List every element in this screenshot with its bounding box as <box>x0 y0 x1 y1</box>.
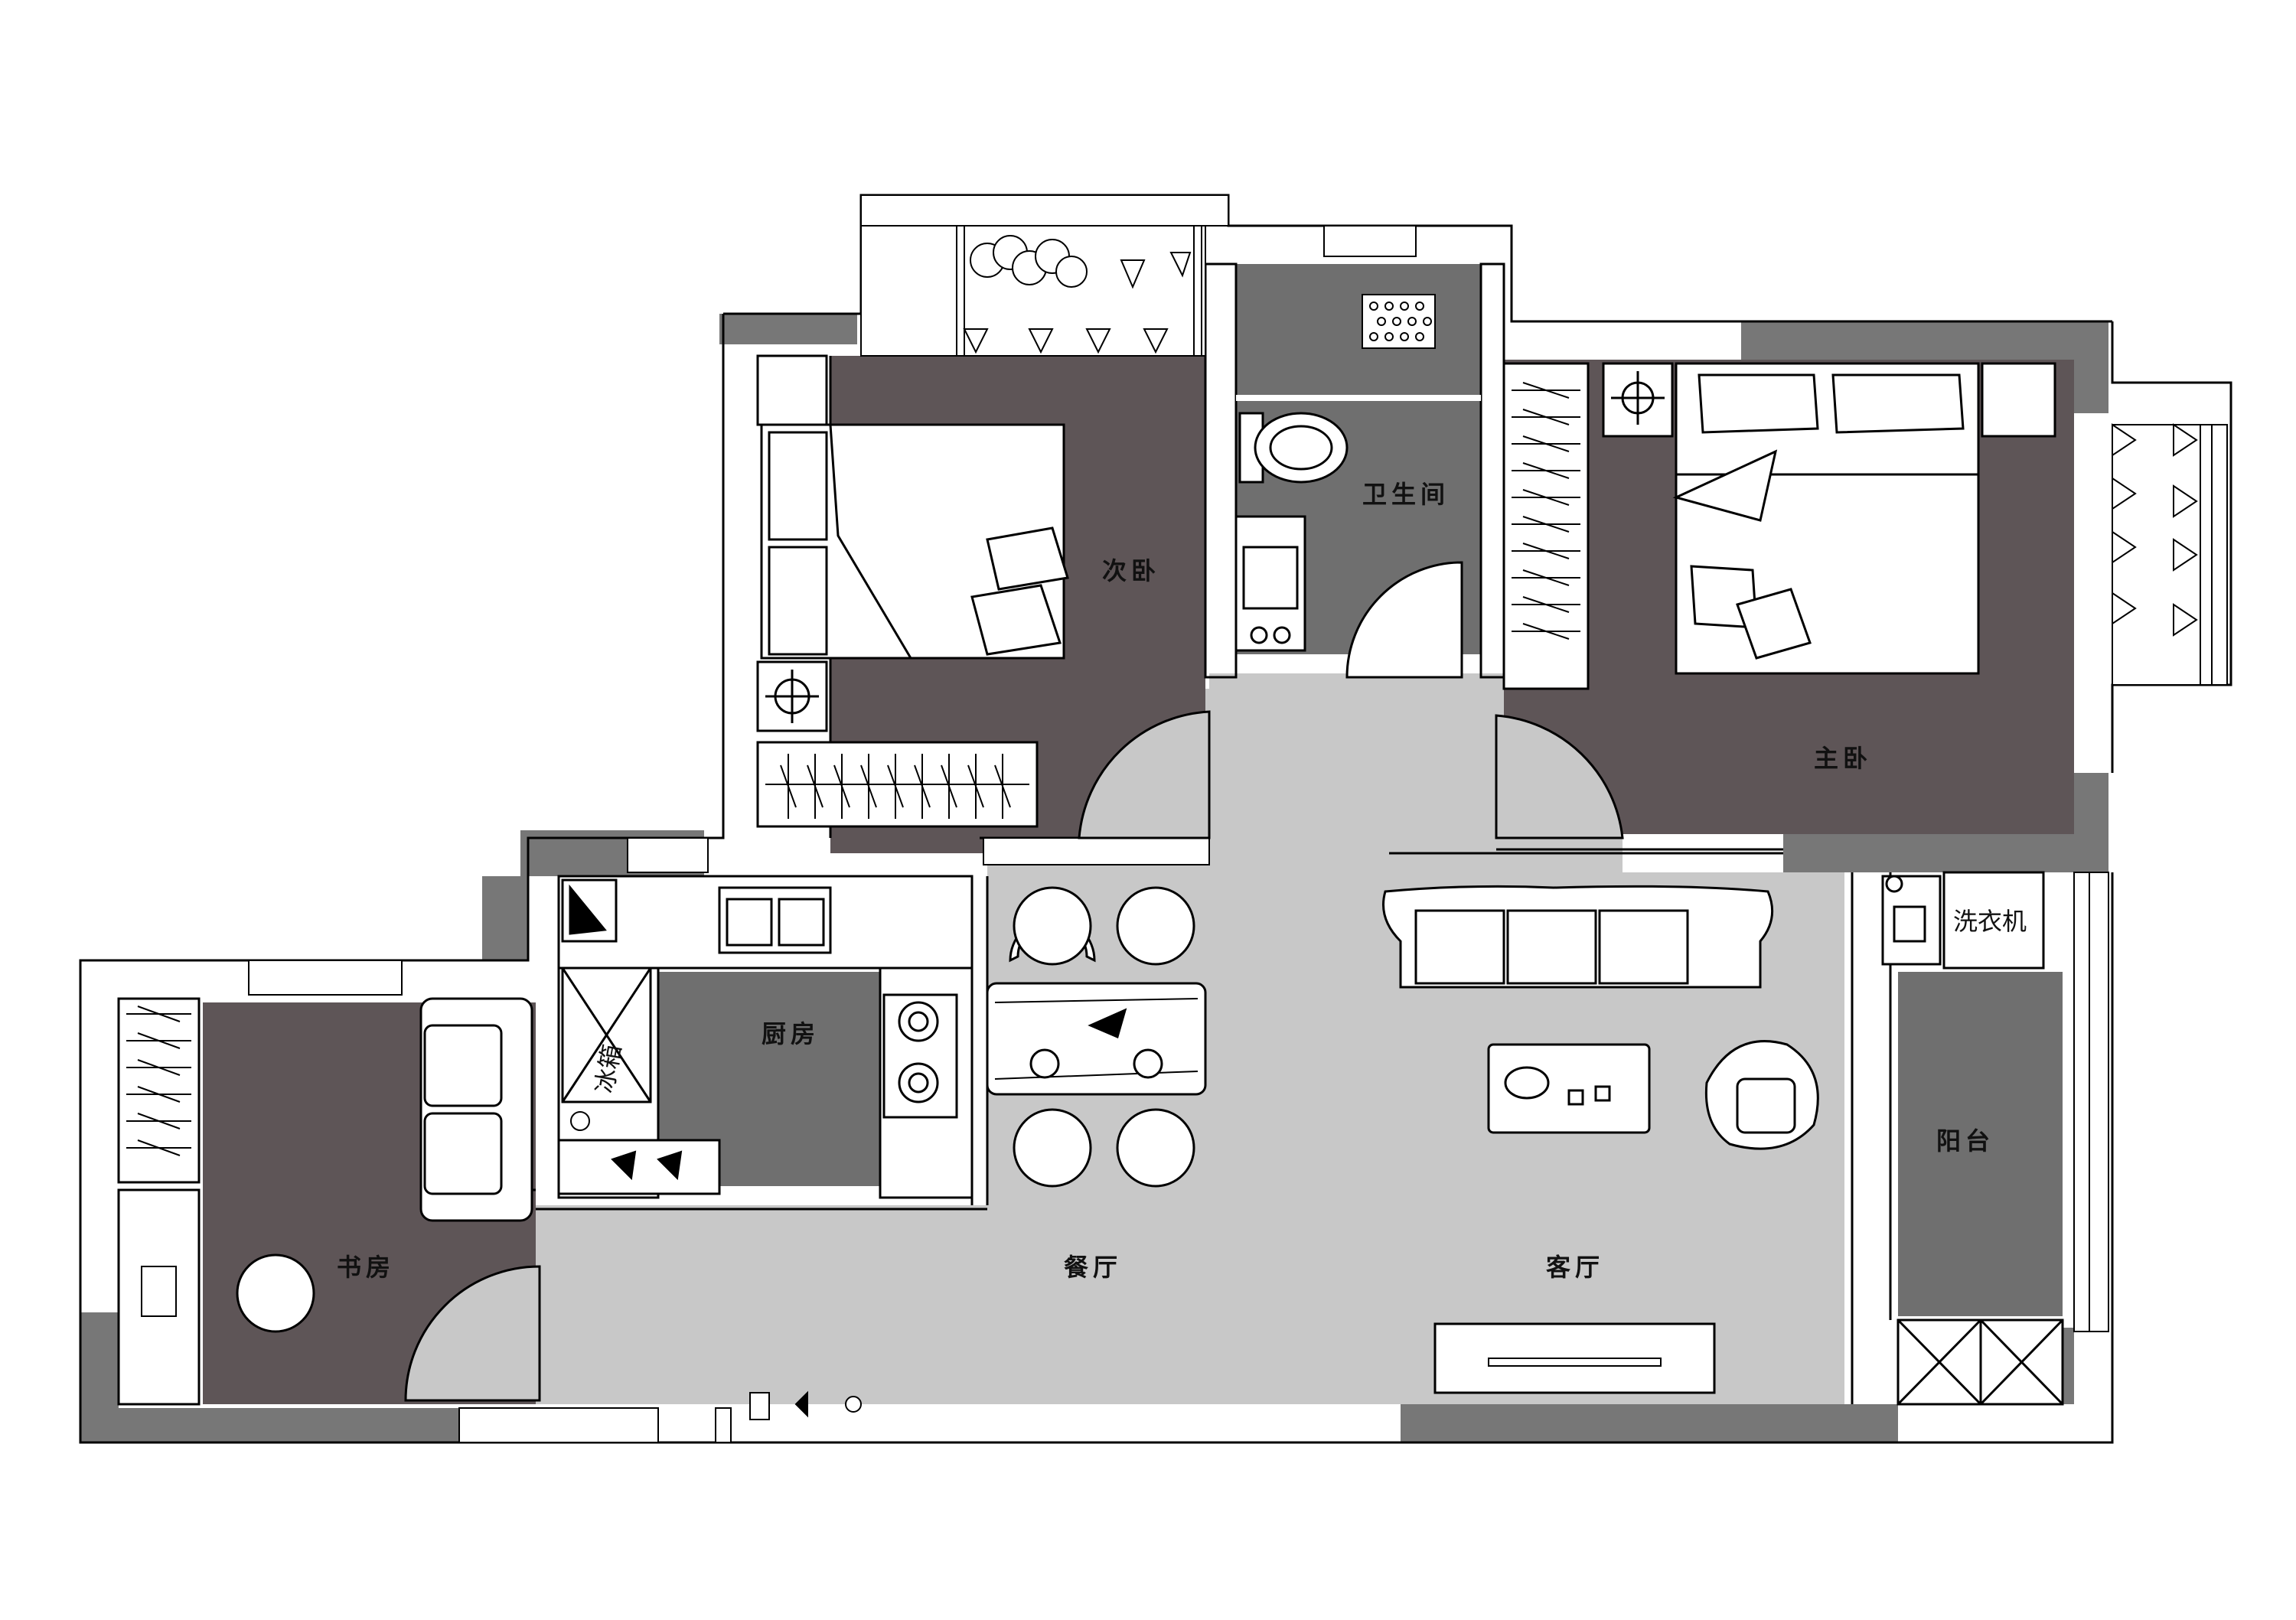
bed-icon <box>760 423 1069 660</box>
bed-icon <box>1672 362 1980 675</box>
door-arcs <box>404 561 1624 1402</box>
tv-stand-icon <box>1433 1322 1716 1394</box>
sink-icon <box>718 886 832 954</box>
bin-icon <box>561 878 618 943</box>
wardrobe-icon <box>1502 362 1590 690</box>
hanger-icons <box>780 754 1011 819</box>
balcony-triangles-top <box>963 252 1192 354</box>
hanger-icons <box>1512 382 1580 640</box>
room-label-second-bedroom: 次卧 <box>1102 556 1160 585</box>
round-table-icon <box>236 1253 315 1333</box>
stove-icon <box>882 993 958 1119</box>
dining-table-icon <box>986 982 1207 1096</box>
nightstand-icon <box>1602 362 2056 438</box>
fridge-icon <box>561 966 652 1103</box>
storage-cabinet-icon <box>1896 1318 2064 1406</box>
washer-icon <box>1881 871 2045 970</box>
windows <box>248 194 2228 1443</box>
room-label-master-bedroom: 主卧 <box>1814 744 1872 773</box>
wardrobe-icon <box>756 741 1039 828</box>
chair-icon <box>1009 886 1195 1188</box>
room-label-bathroom: 卫生间 <box>1362 480 1450 509</box>
room-label-living: 客厅 <box>1546 1253 1604 1282</box>
balcony-triangles-right <box>2112 423 2198 637</box>
room-label-kitchen: 厨房 <box>762 1019 820 1048</box>
room-label-study: 书房 <box>337 1253 395 1282</box>
sofa-icon <box>1382 885 1774 989</box>
sofa-icon <box>419 997 533 1222</box>
nightstand-icon <box>756 354 828 732</box>
room-label-balcony: 阳台 <box>1936 1126 1994 1156</box>
toilet-icon <box>1238 412 1349 484</box>
sink-icon <box>1234 515 1306 652</box>
wardrobe-icon <box>117 997 201 1406</box>
washer-label: 洗衣机 <box>1953 907 2027 936</box>
plant-icon <box>970 235 1088 288</box>
balcony-floor <box>1898 972 2063 1316</box>
armchair-icon <box>1704 1040 1819 1150</box>
appliance-icon <box>611 1150 683 1181</box>
corridor-floor <box>1209 673 1531 876</box>
shower-drain-icon <box>1362 294 1436 349</box>
coffee-table-icon <box>1487 1043 1651 1134</box>
entry-fixtures <box>749 1390 862 1420</box>
room-label-dining: 餐厅 <box>1064 1253 1122 1282</box>
hanger-icons <box>126 1006 191 1156</box>
faucet-icon <box>570 1111 590 1131</box>
